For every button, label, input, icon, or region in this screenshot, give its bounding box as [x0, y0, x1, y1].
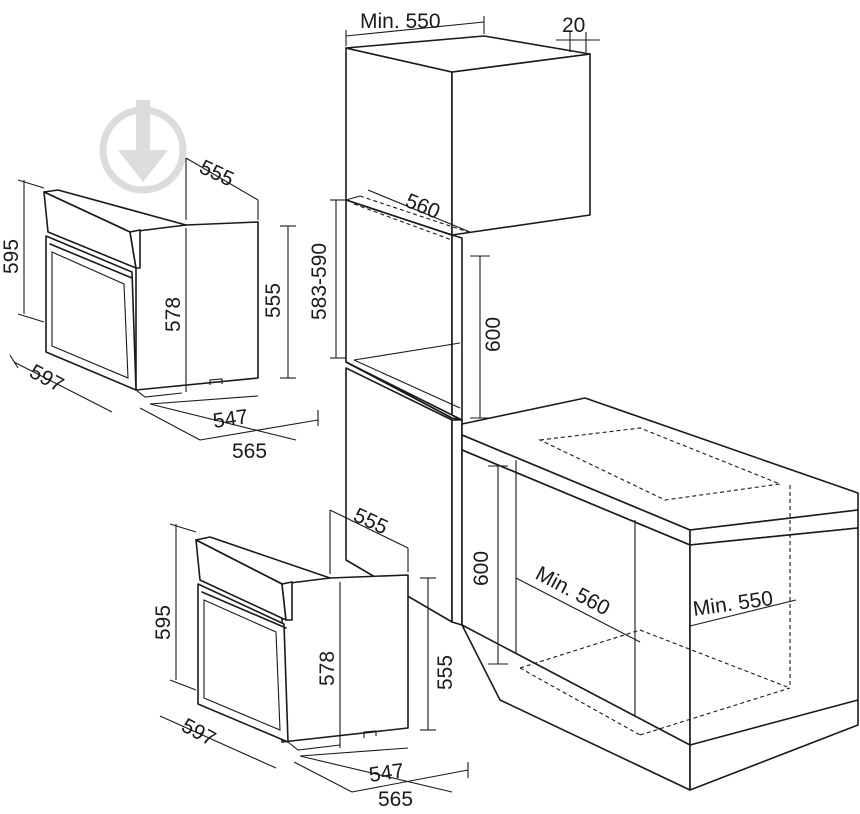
label-oven1-597: 597: [26, 360, 68, 397]
oven-upper: [43, 189, 259, 398]
label-min-550-top: Min. 550: [360, 10, 441, 33]
label-oven1-595: 595: [0, 239, 23, 274]
label-oven1-578: 578: [162, 297, 185, 332]
label-20: 20: [562, 14, 585, 37]
tall-cabinet: [345, 35, 591, 626]
label-oven2-555-height: 555: [434, 655, 457, 690]
label-oven1-565: 565: [232, 440, 267, 463]
label-oven1-547: 547: [211, 405, 249, 433]
watermark-top-left: [99, 100, 187, 194]
oven-lower: [195, 536, 409, 751]
label-oven2-547: 547: [367, 759, 405, 787]
label-oven1-555-depth: 555: [196, 156, 237, 192]
label-oven1-555-height: 555: [262, 283, 285, 318]
label-oven2-578: 578: [316, 651, 339, 686]
label-600-lower: 600: [470, 551, 493, 586]
counter-unit: [461, 397, 859, 791]
label-oven2-595: 595: [152, 605, 175, 640]
label-oven2-597: 597: [178, 714, 220, 751]
label-oven2-565: 565: [378, 788, 413, 811]
label-600-upper: 600: [482, 317, 505, 352]
label-583-590: 583-590: [308, 243, 331, 320]
dimension-lines: [9, 16, 797, 793]
